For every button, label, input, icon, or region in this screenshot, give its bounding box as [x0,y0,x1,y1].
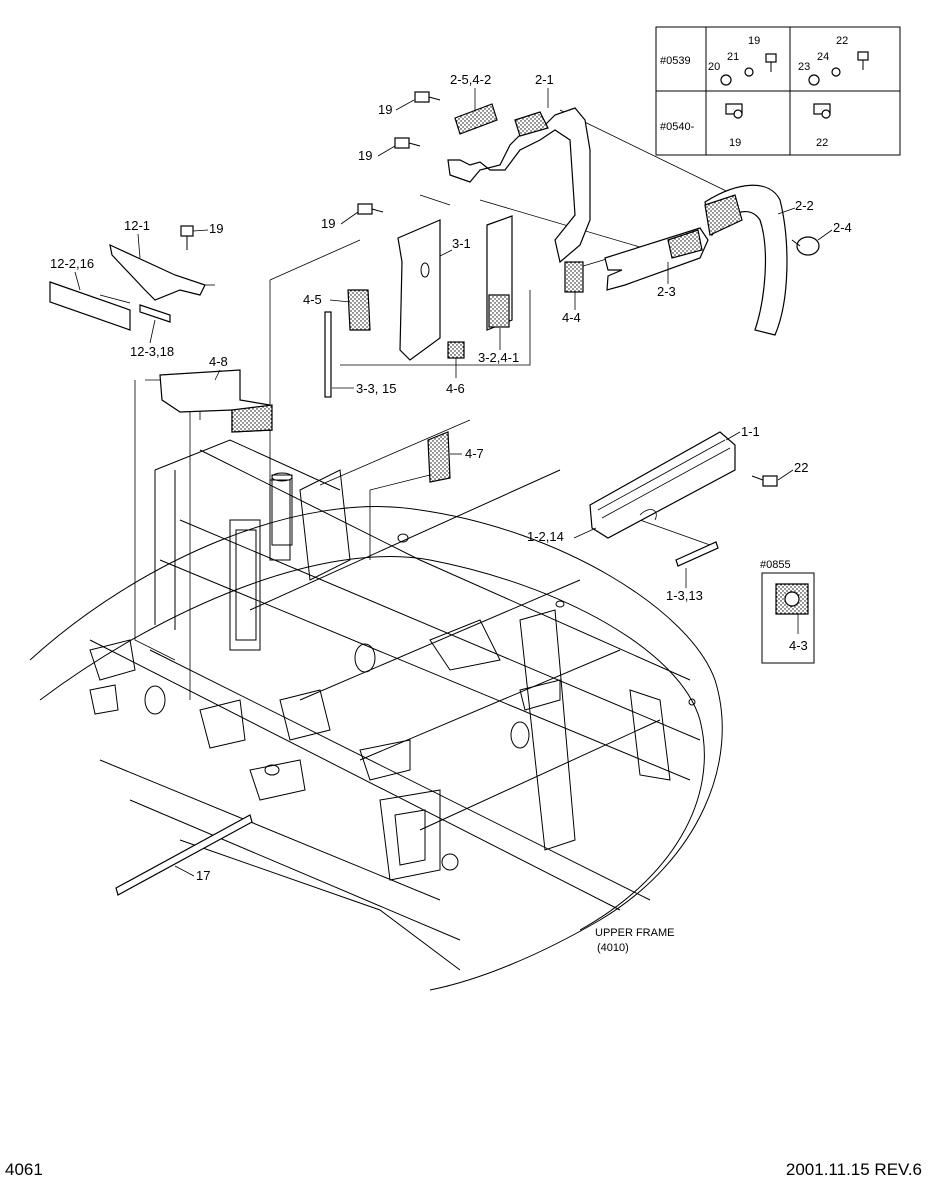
bolt-assembly-icon [813,103,831,119]
callout-19: 19 [378,102,392,117]
inset-num: 21 [727,51,739,63]
callout-3-3-15: 3-3, 15 [356,381,396,396]
page-number: 4061 [5,1160,43,1179]
callout-2-2: 2-2 [795,198,814,213]
bolt-washer-icon [808,51,869,86]
cap-2-4 [791,236,820,256]
inset-num: 19 [729,137,741,149]
callout-12-1: 12-1 [124,218,150,233]
bolt-icon [180,225,194,250]
bar-17 [115,814,253,896]
inset-row2-label: #0540- [660,121,695,133]
inset-num: 22 [836,35,848,47]
bracket-12-1 [109,243,206,301]
callouts: 19 2-5,4-2 2-1 19 19 3-1 2-2 2-4 2-3 4-4… [50,72,852,883]
callout-4-7: 4-7 [465,446,484,461]
callout-2-3: 2-3 [657,284,676,299]
bolt-icon [357,203,384,215]
inset-num: 19 [748,35,760,47]
option-inset-table: #0539 #0540- 19 20 21 22 23 24 19 [655,26,901,156]
bolt-icon [751,475,778,487]
pad-4-7 [427,431,451,483]
bolt-washer-icon [720,53,777,86]
frame-note-line1: UPPER FRAME [595,927,674,939]
callout-4-6: 4-6 [446,381,465,396]
upper-frame-drawing [29,439,723,991]
callout-1-3-13: 1-3,13 [666,588,703,603]
inset-num: 22 [816,137,828,149]
callout-22: 22 [794,460,808,475]
callout-3-1: 3-1 [452,236,471,251]
callout-4-5: 4-5 [303,292,322,307]
inset-num: 23 [798,61,810,73]
callout-19: 19 [321,216,335,231]
bar-12-2 [49,281,131,331]
option-inset-0855: #0855 4-3 [760,559,815,664]
pad-4-4 [564,261,584,293]
bar-12-3 [139,304,171,323]
plate-3-1 [397,219,441,361]
callout-17: 17 [196,868,210,883]
callout-19: 19 [358,148,372,163]
block-4-5 [347,289,371,331]
bracket-2-1 [447,107,591,264]
frame-note: UPPER FRAME (4010) [595,927,674,954]
square-4-6 [447,341,465,359]
inset-row1-label: #0539 [660,55,691,67]
callout-1-1: 1-1 [741,424,760,439]
inset-0855-part: 4-3 [789,638,808,653]
callout-2-1: 2-1 [535,72,554,87]
bracket-2-2 [704,184,788,336]
bar-3-3 [324,311,332,398]
callout-4-8: 4-8 [209,354,228,369]
inset-0855-label: #0855 [760,559,791,571]
frame-note-line2: (4010) [597,942,629,954]
callout-2-5-4-2: 2-5,4-2 [450,72,491,87]
bolt-icon [414,91,441,103]
plate-2-5 [454,103,498,135]
callout-2-4: 2-4 [833,220,852,235]
pin-1-3 [675,541,719,567]
callout-1-2-14: 1-2,14 [527,529,564,544]
bolt-assembly-icon [725,103,743,119]
bolt-icon [394,137,421,149]
inset-num: 24 [817,51,829,63]
callout-19: 19 [209,221,223,236]
inset-num: 20 [708,61,720,73]
callout-12-2-16: 12-2,16 [50,256,94,271]
callout-12-3-18: 12-3,18 [130,344,174,359]
callout-4-4: 4-4 [562,310,581,325]
callout-3-2-4-1: 3-2,4-1 [478,350,519,365]
revision-date: 2001.11.15 REV.6 [786,1160,922,1179]
